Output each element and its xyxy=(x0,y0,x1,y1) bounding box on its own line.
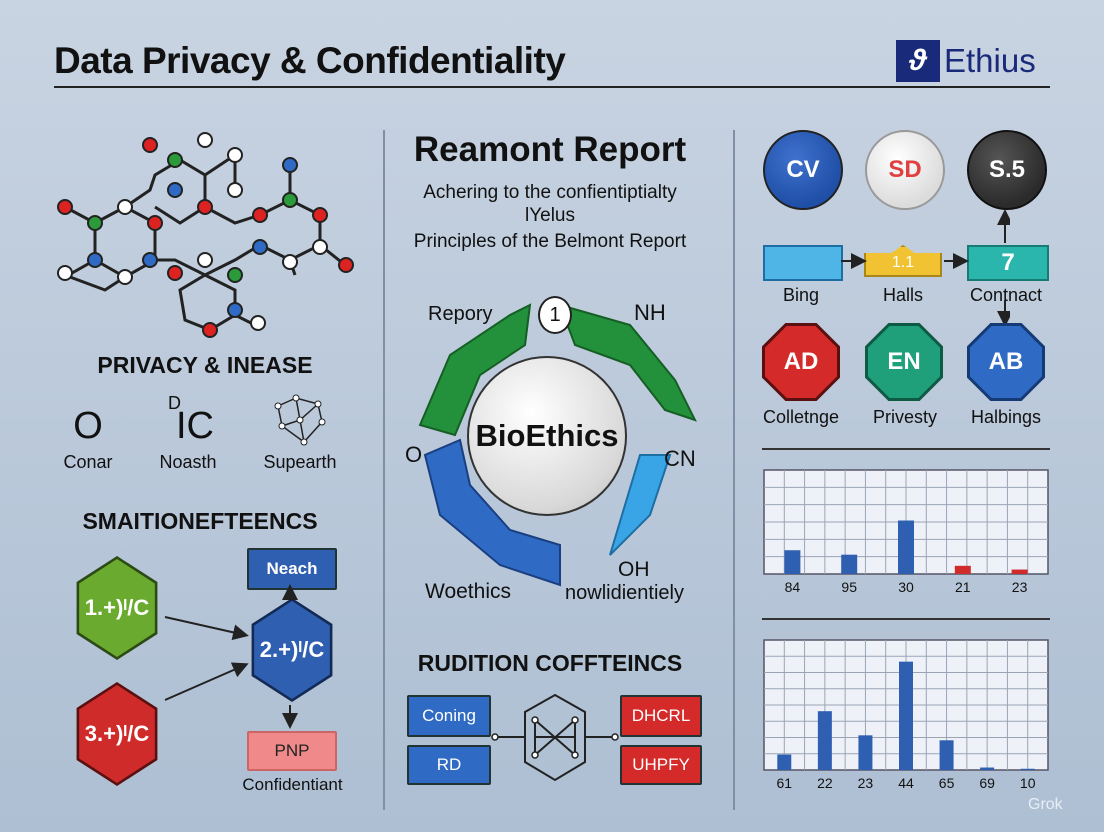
bar-chart-2: 61 22 23 44 65 69 10 xyxy=(763,639,1049,791)
molecule-diagram xyxy=(57,132,354,338)
report-sub-2: lYelus xyxy=(524,205,575,226)
flow-arrows xyxy=(841,209,1010,327)
bar-22 xyxy=(817,711,832,770)
bar-30 xyxy=(898,520,914,574)
pnp-box[interactable]: PNP xyxy=(247,731,337,771)
section-smaition-heading: SMAITIONEFTEENCS xyxy=(82,508,318,534)
cycle-label-repory: Repory xyxy=(428,303,493,325)
octagon-ad[interactable]: AD xyxy=(765,326,837,398)
octagon-label-privesty: Privesty xyxy=(872,407,937,427)
symbol-label-conar: Conar xyxy=(63,452,113,472)
circle-s5[interactable]: S.5 xyxy=(967,130,1047,210)
network-hub-icon xyxy=(491,693,619,782)
confidentiant-label: Confidentiant xyxy=(242,775,343,794)
bar-44 xyxy=(899,661,913,770)
flow-label-halls: Halls xyxy=(882,285,923,305)
coning-box[interactable]: Coning xyxy=(407,695,491,737)
bar-chart-1: 84 95 30 21 23 xyxy=(763,469,1049,595)
tick-label-30: 30 xyxy=(898,579,914,595)
hex-node-1[interactable]: 1.+)ᴵ/C xyxy=(79,559,155,657)
watermark-text: Grok xyxy=(1028,796,1063,813)
tick-label-95: 95 xyxy=(841,579,857,595)
symbol-o-icon: O xyxy=(73,405,103,447)
cycle-label-nowlidientiely: nowlidientiely xyxy=(565,582,684,604)
section-rudition-heading: RUDITION COFFTEINCS xyxy=(417,650,683,676)
flow-label-bing: Bing xyxy=(782,285,820,305)
bioethics-cycle-diagram xyxy=(418,303,697,587)
tick-label-61: 61 xyxy=(776,775,792,791)
hex-node-3[interactable]: 3.+)ᴵ/C xyxy=(79,685,155,783)
divider-left xyxy=(383,130,385,810)
bar-95 xyxy=(841,554,858,574)
step-badge: 1 xyxy=(538,296,572,334)
report-title: Reamont Report xyxy=(413,130,687,169)
cycle-label-oh: OH xyxy=(618,558,650,581)
bar-61 xyxy=(777,754,792,770)
tick-label-10: 10 xyxy=(1020,775,1036,791)
flow-label-contnact: Contnact xyxy=(969,285,1043,305)
report-sub-3: Principles of the Belmont Report xyxy=(413,231,687,252)
uhpfy-box[interactable]: UHPFY xyxy=(620,745,702,785)
section-privacy-heading: PRIVACY & INEASE xyxy=(97,352,313,378)
tick-label-44: 44 xyxy=(898,775,914,791)
octagon-label-halbings: Halbings xyxy=(970,407,1042,427)
octagon-ab[interactable]: AB xyxy=(970,326,1042,398)
bioethics-circle: BioEthics xyxy=(467,356,627,516)
bar-23 xyxy=(858,735,873,770)
tick-label-22: 22 xyxy=(817,775,833,791)
circle-sd[interactable]: SD xyxy=(865,130,945,210)
divider-chart-2 xyxy=(762,618,1050,620)
neach-box[interactable]: Neach xyxy=(247,548,337,590)
flow-box-bing[interactable] xyxy=(763,245,843,281)
rd-box[interactable]: RD xyxy=(407,745,491,785)
report-sub-1: Achering to the confientiptialty xyxy=(423,182,677,203)
flow-box-contnact[interactable]: 7 xyxy=(967,245,1049,281)
tick-label-23: 23 xyxy=(1012,579,1028,595)
hex-flow-arrows xyxy=(164,584,298,729)
bar-84 xyxy=(784,550,801,574)
bar-65 xyxy=(939,740,954,770)
bar-69 xyxy=(980,767,995,770)
tick-label-69: 69 xyxy=(979,775,995,791)
divider-chart-1 xyxy=(762,448,1050,450)
tick-label-21: 21 xyxy=(955,579,971,595)
octagon-en[interactable]: EN xyxy=(868,326,940,398)
tick-label-23: 23 xyxy=(858,775,874,791)
symbol-sup: D xyxy=(168,393,181,413)
network-sketch-icon xyxy=(274,394,326,446)
title-rule xyxy=(54,86,1050,88)
bar-21 xyxy=(954,565,971,574)
cycle-label-o: O xyxy=(405,442,423,467)
symbol-label-noasth: Noasth xyxy=(159,452,217,472)
octagon-label-colletnge: Colletnge xyxy=(762,407,840,427)
bar-23 xyxy=(1011,569,1028,574)
logo-text: Ethius xyxy=(944,42,1036,79)
cycle-label-cn: CN xyxy=(664,446,696,471)
page-title: Data Privacy & Confidentiality xyxy=(54,40,566,81)
circle-cv[interactable]: CV xyxy=(763,130,843,210)
dhcrl-box[interactable]: DHCRL xyxy=(620,695,702,737)
cycle-label-nh: NH xyxy=(634,300,666,325)
cycle-label-woethics: Woethics xyxy=(425,580,511,603)
bar-10 xyxy=(1020,768,1035,770)
divider-right xyxy=(733,130,735,810)
logo-icon: ϑ xyxy=(896,40,940,82)
symbol-label-supearth: Supearth xyxy=(263,452,337,472)
tick-label-65: 65 xyxy=(939,775,955,791)
symbol-ic-icon: IC xyxy=(176,405,214,447)
tick-label-84: 84 xyxy=(785,579,801,595)
